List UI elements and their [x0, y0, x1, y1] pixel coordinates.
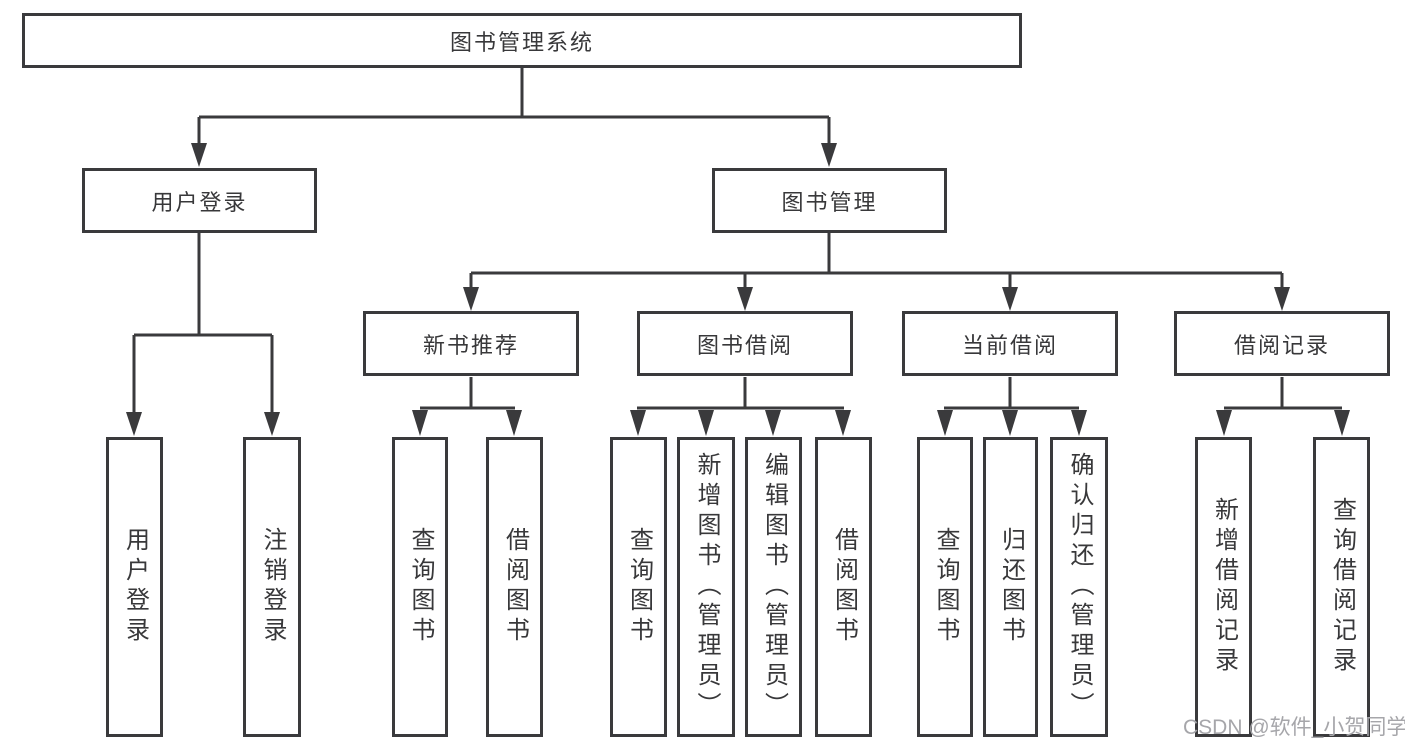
node-book-management: 图书管理: [712, 168, 947, 233]
arrow-down-icon: [821, 143, 837, 167]
arrow-down-icon: [1002, 287, 1018, 311]
leaf-query-books-current: 查询图书: [917, 437, 973, 737]
node-current-borrowing: 当前借阅: [902, 311, 1118, 376]
node-book-borrowing: 图书借阅: [637, 311, 853, 376]
leaf-add-borrow-record: 新增借阅记录: [1195, 437, 1252, 737]
node-borrowing-records-label: 借阅记录: [1233, 332, 1330, 358]
node-current-borrowing-label: 当前借阅: [961, 332, 1058, 358]
node-user-login: 用户登录: [82, 168, 317, 233]
arrow-down-icon: [126, 412, 142, 436]
leaf-add-books-admin-label: 新增图书（管理员）: [693, 452, 720, 722]
leaf-edit-books-admin-label: 编辑图书（管理员）: [760, 452, 788, 722]
arrow-down-icon: [506, 410, 522, 436]
leaf-query-books-current-label: 查询图书: [932, 527, 959, 647]
arrow-down-icon: [1216, 410, 1232, 436]
leaf-logout: 注销登录: [243, 437, 301, 737]
leaf-query-books-borrowing-label: 查询图书: [625, 527, 653, 647]
node-root-label: 图书管理系统: [449, 29, 594, 55]
leaf-confirm-return-admin-label: 确认归还（管理员）: [1066, 452, 1093, 722]
arrow-down-icon: [937, 410, 953, 436]
arrow-down-icon: [191, 143, 207, 167]
leaf-query-books-recommend-label: 查询图书: [407, 527, 434, 647]
node-root: 图书管理系统: [22, 13, 1022, 68]
arrow-down-icon: [1274, 287, 1290, 311]
node-book-borrowing-label: 图书借阅: [696, 332, 793, 358]
leaf-query-books-borrowing: 查询图书: [610, 437, 667, 737]
leaf-borrow-books-borrowing-label: 借阅图书: [830, 527, 858, 647]
arrow-down-icon: [1334, 410, 1350, 436]
arrow-down-icon: [412, 410, 428, 436]
leaf-borrow-books-borrowing: 借阅图书: [815, 437, 872, 737]
node-new-book-recommendation-label: 新书推荐: [422, 332, 519, 358]
leaf-return-books-label: 归还图书: [997, 527, 1025, 647]
arrow-down-icon: [1002, 410, 1018, 436]
arrow-down-icon: [835, 410, 851, 436]
arrow-down-icon: [1071, 410, 1087, 436]
leaf-user-login-label: 用户登录: [121, 527, 149, 647]
leaf-user-login: 用户登录: [106, 437, 163, 737]
node-new-book-recommendation: 新书推荐: [363, 311, 579, 376]
leaf-edit-books-admin: 编辑图书（管理员）: [745, 437, 802, 737]
leaf-logout-label: 注销登录: [259, 527, 286, 647]
leaf-add-books-admin: 新增图书（管理员）: [677, 437, 735, 737]
arrow-down-icon: [698, 410, 714, 436]
leaf-borrow-books-recommend-label: 借阅图书: [501, 527, 529, 647]
leaf-confirm-return-admin: 确认归还（管理员）: [1050, 437, 1108, 737]
csdn-watermark: CSDN @软件_小贺同学: [1183, 716, 1405, 739]
leaf-query-borrow-record-label: 查询借阅记录: [1328, 497, 1356, 677]
leaf-return-books: 归还图书: [983, 437, 1038, 737]
leaf-add-borrow-record-label: 新增借阅记录: [1210, 497, 1238, 677]
arrow-down-icon: [264, 412, 280, 436]
leaf-query-borrow-record: 查询借阅记录: [1313, 437, 1370, 737]
leaf-borrow-books-recommend: 借阅图书: [486, 437, 543, 737]
node-book-management-label: 图书管理: [781, 189, 878, 215]
node-borrowing-records: 借阅记录: [1174, 311, 1390, 376]
arrow-down-icon: [630, 410, 646, 436]
node-user-login-label: 用户登录: [151, 189, 248, 215]
arrow-down-icon: [737, 287, 753, 311]
arrow-down-icon: [765, 410, 781, 436]
leaf-query-books-recommend: 查询图书: [392, 437, 448, 737]
arrow-down-icon: [463, 287, 479, 311]
